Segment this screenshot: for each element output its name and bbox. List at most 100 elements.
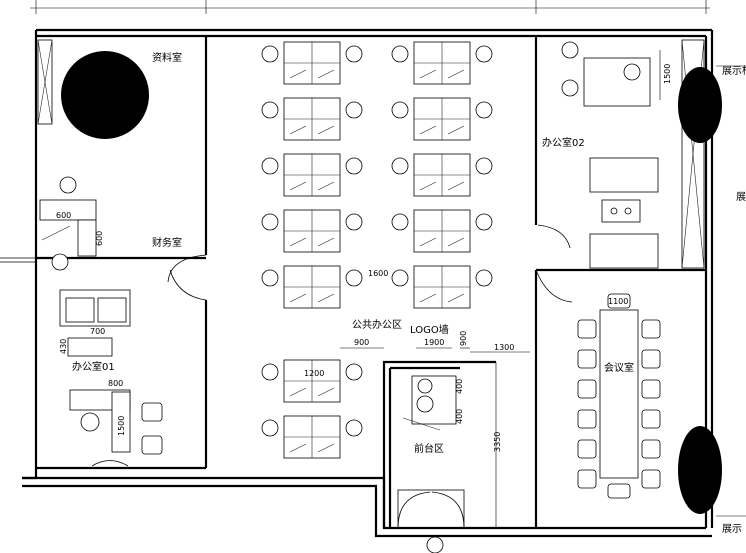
meeting-chair <box>641 469 661 489</box>
meeting-chair <box>607 483 631 499</box>
chair <box>345 419 363 437</box>
meeting-chair <box>641 379 661 399</box>
top-dimension-line <box>30 0 710 14</box>
keyboard <box>289 443 307 453</box>
meeting-chair <box>641 319 661 339</box>
dim-1600-open: 1600 <box>368 269 388 278</box>
meeting-chair <box>577 379 597 399</box>
meeting-chair <box>577 439 597 459</box>
planter-right-bottom <box>678 426 722 514</box>
label-logo-wall: LOGO墙 <box>410 323 449 336</box>
chair <box>391 45 409 63</box>
reception-desk <box>402 375 457 431</box>
keyboard <box>419 293 437 303</box>
label-archive: 资料室 <box>152 51 182 64</box>
keyboard <box>289 181 307 191</box>
keyboard <box>289 387 307 397</box>
label-display-mid: 展 <box>736 191 746 203</box>
label-display-top: 展示柜 <box>722 64 746 77</box>
office02-furniture <box>537 41 659 269</box>
keyboard <box>289 293 307 303</box>
dim-3350: 3350 <box>493 432 502 452</box>
dim-900-b: 900 <box>459 331 468 346</box>
chair <box>345 101 363 119</box>
open-office-workstations <box>261 41 493 459</box>
chair <box>475 101 493 119</box>
chair <box>261 419 279 437</box>
keyboard <box>419 69 437 79</box>
keyboard <box>317 125 335 135</box>
keyboard <box>317 69 335 79</box>
meeting-table <box>577 293 661 499</box>
chair <box>391 157 409 175</box>
keyboard <box>317 181 335 191</box>
chair <box>345 269 363 287</box>
keyboard <box>447 181 465 191</box>
meeting-chair <box>641 349 661 369</box>
interior-doors <box>167 254 573 303</box>
chair <box>261 363 279 381</box>
chair <box>345 157 363 175</box>
interior-walls <box>0 36 706 528</box>
chair <box>261 213 279 231</box>
label-meeting: 会议室 <box>604 361 634 374</box>
meeting-chair <box>577 409 597 429</box>
dim-430: 430 <box>59 339 68 354</box>
chair <box>475 269 493 287</box>
office01-furniture <box>59 289 163 467</box>
keyboard <box>419 237 437 247</box>
meeting-chair <box>641 409 661 429</box>
dim-1300: 1300 <box>494 343 514 352</box>
dim-400-a: 400 <box>455 379 464 394</box>
label-open-office: 公共办公区 <box>352 318 402 331</box>
dim-700: 700 <box>90 327 105 336</box>
keyboard <box>289 237 307 247</box>
chair <box>475 157 493 175</box>
keyboard <box>447 237 465 247</box>
dim-1900: 1900 <box>424 338 444 347</box>
keyboard <box>447 69 465 79</box>
label-finance: 财务室 <box>152 236 182 249</box>
chair <box>261 157 279 175</box>
dimension-lines <box>340 50 661 528</box>
finance-desk <box>39 176 97 271</box>
keyboard <box>317 443 335 453</box>
meeting-chair <box>577 319 597 339</box>
chair <box>391 101 409 119</box>
keyboard <box>317 293 335 303</box>
keyboard <box>317 387 335 397</box>
keyboard <box>419 181 437 191</box>
dim-900-a: 900 <box>354 338 369 347</box>
entrance-door <box>397 489 465 553</box>
keyboard <box>447 125 465 135</box>
label-display-bottom: 展示 <box>722 523 742 535</box>
meeting-chair <box>607 293 631 309</box>
chair <box>261 269 279 287</box>
label-office01: 办公室01 <box>72 360 115 373</box>
keyboard <box>317 237 335 247</box>
planter-archive <box>61 51 149 139</box>
chair <box>391 269 409 287</box>
label-reception: 前台区 <box>414 442 444 455</box>
meeting-chair <box>577 469 597 489</box>
dim-600: 600 <box>95 231 104 246</box>
planter-right-top <box>678 67 722 143</box>
dim-1200: 1200 <box>304 369 324 378</box>
chair <box>345 213 363 231</box>
chair <box>345 45 363 63</box>
storage-cabinet-left <box>37 39 53 125</box>
dim-1500-left: 1500 <box>117 416 126 436</box>
dim-1100: 1100 <box>608 297 628 306</box>
label-office02: 办公室02 <box>542 136 585 149</box>
chair <box>345 363 363 381</box>
dim-800: 800 <box>108 379 123 388</box>
chair <box>261 45 279 63</box>
chair <box>261 101 279 119</box>
meeting-chair <box>641 439 661 459</box>
dim-finance-desk: 600 <box>56 211 71 220</box>
dim-400-b: 400 <box>455 409 464 424</box>
keyboard <box>419 125 437 135</box>
chair <box>475 45 493 63</box>
chair <box>391 213 409 231</box>
